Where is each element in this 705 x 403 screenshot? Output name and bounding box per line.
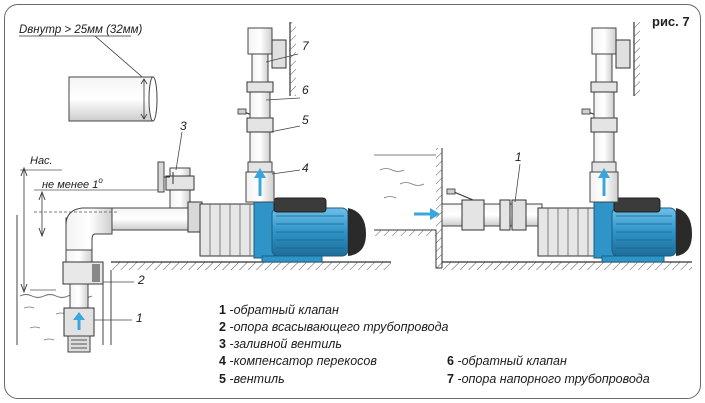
pump-left <box>187 197 366 263</box>
callout-3: 3 <box>180 119 187 133</box>
callouts-left: 3 7 6 5 4 2 1 <box>94 39 310 325</box>
legend-item-3: 3 -заливной вентиль <box>219 337 342 351</box>
angle-label: не менее 1o <box>42 176 103 191</box>
pump-right <box>537 197 692 263</box>
level-label: Нас. <box>30 155 53 167</box>
filling-valve <box>157 161 195 209</box>
callout-6: 6 <box>302 83 309 97</box>
callout-2: 2 <box>137 273 145 287</box>
legend-item-5: 5 -вентиль <box>219 372 285 386</box>
callout-1: 1 <box>136 311 143 325</box>
legend-item-7: 7 -опора напорного трубопровода <box>447 372 650 386</box>
callout-1-right: 1 <box>515 150 522 164</box>
legend-item-4: 4 -компенсатор перекосов <box>219 354 377 368</box>
figure-frame <box>4 4 701 399</box>
right-installation: 1 <box>374 22 692 270</box>
left-installation: Нас. не менее 1o <box>16 22 391 353</box>
callout-5: 5 <box>302 113 309 127</box>
diameter-note: Dвнутр > 25мм (32мм) <box>19 24 142 36</box>
pipe-diameter-inset: Dвнутр > 25мм (32мм) <box>19 24 158 122</box>
discharge-riser-left <box>237 22 296 203</box>
figure-label: рис. 7 <box>652 14 690 29</box>
legend-item-6: 6 -обратный клапан <box>447 354 567 368</box>
legend-item-1: 1 -обратный клапан <box>219 303 339 317</box>
callout-7: 7 <box>302 39 310 53</box>
legend-item-2: 2 -опора всасывающего трубопровода <box>219 320 449 334</box>
callout-4: 4 <box>302 161 309 175</box>
discharge-riser-right <box>581 22 640 203</box>
